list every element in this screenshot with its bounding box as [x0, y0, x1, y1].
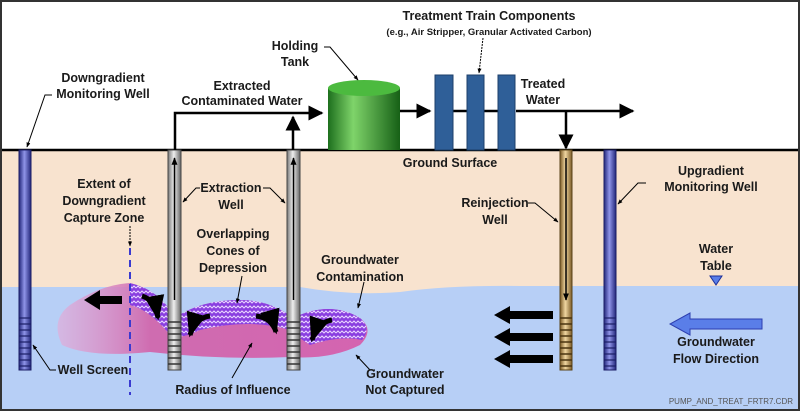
downgradient-well-label-1: Downgradient	[61, 71, 145, 85]
extracted-water-label-1: Extracted	[214, 79, 271, 93]
reinjection-well	[559, 149, 573, 371]
downgradient-monitoring-well	[18, 149, 32, 371]
reinjection-well-label-1: Reinjection	[461, 196, 528, 210]
extraction-well-1	[167, 149, 182, 371]
extraction-piping	[173, 103, 635, 150]
capture-zone-label-3: Capture Zone	[64, 211, 145, 225]
holding-tank	[328, 80, 400, 150]
leader-lines	[26, 37, 646, 379]
left-flow-arrow	[84, 290, 122, 310]
extraction-well-label-1: Extraction	[200, 181, 261, 195]
flow-arrows	[84, 290, 553, 368]
extraction-well-2	[286, 149, 301, 371]
reinjection-arrow-3	[494, 350, 553, 368]
not-captured-label-1: Groundwater	[366, 367, 444, 381]
extracted-water-label-2: Contaminated Water	[181, 94, 302, 108]
treatment-train-title: Treatment Train Components	[403, 9, 576, 23]
treated-water-label-1: Treated	[521, 77, 565, 91]
water-table-label-2: Table	[700, 259, 732, 273]
capture-zone-label-2: Downgradient	[62, 194, 146, 208]
holding-tank-label-1: Holding	[272, 39, 319, 53]
contamination-label-1: Groundwater	[321, 253, 399, 267]
holding-tank-label-2: Tank	[281, 55, 309, 69]
flow-direction-label-1: Groundwater	[677, 335, 755, 349]
downgradient-well-label-2: Monitoring Well	[56, 87, 150, 101]
cones-label-3: Depression	[199, 261, 267, 275]
cones-label-1: Overlapping	[197, 227, 270, 241]
cone-arrows	[141, 293, 333, 343]
reinjection-arrow-2	[494, 328, 553, 346]
contamination-label-2: Contamination	[316, 270, 404, 284]
groundwater-flow-arrow	[668, 312, 763, 336]
treatment-train-columns	[434, 74, 516, 151]
upgradient-well-label-2: Monitoring Well	[664, 180, 758, 194]
cones-label-2: Cones of	[206, 244, 260, 258]
file-credit: PUMP_AND_TREAT_FRTR7.CDR	[669, 397, 793, 406]
reinjection-well-label-2: Well	[482, 213, 507, 227]
treated-water-label-2: Water	[526, 93, 560, 107]
radius-label: Radius of Influence	[175, 383, 290, 397]
ground-surface-label: Ground Surface	[403, 156, 498, 170]
upgradient-monitoring-well	[603, 149, 617, 371]
water-table-label-1: Water	[699, 242, 733, 256]
treatment-train-subtitle: (e.g., Air Stripper, Granular Activated …	[386, 27, 591, 38]
reinjection-arrow-1	[494, 306, 553, 324]
extraction-well-label-2: Well	[218, 198, 243, 212]
water-table-symbol	[709, 275, 723, 286]
not-captured-label-2: Not Captured	[365, 383, 444, 397]
well-screen-label: Well Screen	[58, 363, 129, 377]
flow-direction-label-2: Flow Direction	[673, 352, 759, 366]
upgradient-well-label-1: Upgradient	[678, 164, 745, 178]
capture-zone-label-1: Extent of	[77, 177, 131, 191]
